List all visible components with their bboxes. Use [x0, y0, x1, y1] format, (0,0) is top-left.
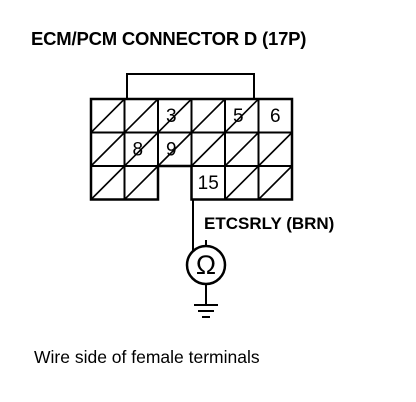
terminal-cavity: [123, 165, 159, 201]
connector-lock-tab: [126, 73, 255, 100]
terminal-number: 6: [270, 106, 281, 127]
cavity-hatch: [123, 98, 159, 134]
terminal-5: 5: [224, 98, 260, 134]
cavity-hatch: [157, 131, 193, 167]
terminal-6: 6: [257, 98, 293, 134]
wire-label: ETCSRLY (BRN): [204, 214, 334, 233]
terminal-cavity: [224, 165, 260, 201]
terminal-cavity: [123, 98, 159, 134]
terminal-9: 9: [157, 131, 193, 167]
cavity-hatch: [90, 131, 126, 167]
ohmmeter-icon: Ω: [185, 240, 227, 286]
diagram-caption: Wire side of female terminals: [34, 347, 260, 367]
terminal-number: 3: [166, 106, 177, 127]
terminal-8: 8: [123, 131, 159, 167]
terminal-number: 9: [166, 140, 177, 161]
cavity-hatch: [257, 165, 293, 201]
terminal-number: 5: [233, 106, 244, 127]
connector-cells: 3 5 6 8 9 15: [89, 97, 294, 201]
cavity-hatch: [190, 131, 226, 167]
terminal-number: 15: [198, 173, 219, 194]
diagram-title: ECM/PCM CONNECTOR D (17P): [31, 28, 307, 49]
terminal-number: 8: [133, 140, 144, 161]
terminal-3: 3: [157, 98, 193, 134]
terminal-cavity: [90, 98, 126, 134]
connector-outline: [89, 97, 294, 201]
cavity-hatch: [257, 131, 293, 167]
cavity-hatch: [224, 98, 260, 134]
cavity-hatch: [224, 165, 260, 201]
ground-icon: [194, 284, 218, 318]
cavity-hatch: [123, 165, 159, 201]
terminal-cavity: [190, 98, 226, 134]
cavity-hatch: [90, 165, 126, 201]
terminal-cavity: [90, 131, 126, 167]
cavity-hatch: [123, 131, 159, 167]
cavity-hatch: [224, 131, 260, 167]
ohm-symbol: Ω: [196, 250, 216, 280]
terminal-cavity: [224, 131, 260, 167]
terminal-cavity: [190, 131, 226, 167]
terminal-cavity: [257, 131, 293, 167]
cavity-hatch: [190, 98, 226, 134]
terminal-cavity: [90, 165, 126, 201]
cavity-hatch: [90, 98, 126, 134]
cavity-hatch: [157, 98, 193, 134]
terminal-15: 15: [190, 165, 226, 201]
terminal-cavity: [257, 165, 293, 201]
